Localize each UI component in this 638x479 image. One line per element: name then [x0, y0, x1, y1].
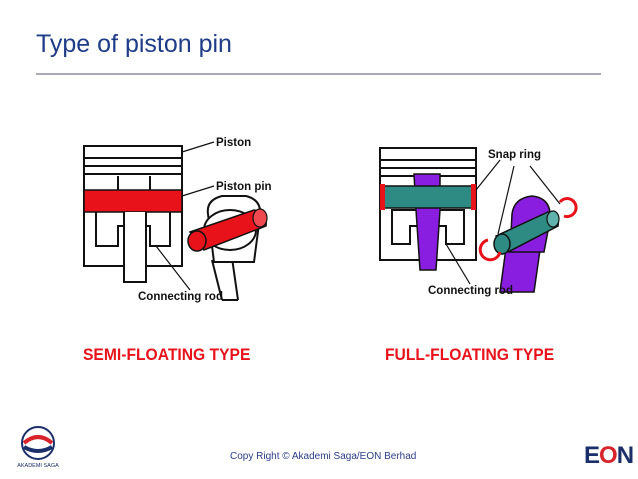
semi-label-piston: Piston: [216, 137, 251, 149]
semi-leaders: [155, 141, 215, 291]
eon-logo-o: O: [599, 442, 618, 469]
full-floating-diagram: Snap ring Connecting rod: [379, 147, 578, 297]
eon-logo: EON: [584, 442, 634, 470]
semi-label-connecting-rod: Connecting rod: [138, 291, 223, 303]
full-rod-assembly: [478, 195, 578, 293]
slide-title: Type of piston pin: [36, 30, 232, 58]
caption-full-floating: FULL-FLOATING TYPE: [385, 345, 555, 364]
semi-rod-assembly: [187, 195, 268, 301]
full-label-snap-ring: Snap ring: [488, 149, 541, 161]
semi-label-piston-pin: Piston pin: [216, 181, 272, 193]
akademi-saga-logo-text: AKADEMI SAGA: [17, 463, 59, 469]
full-snap-ring-detached-a: [478, 238, 502, 262]
semi-floating-diagram: Piston Piston pin Connecting rod: [83, 137, 272, 303]
semi-connecting-rod: [123, 212, 147, 283]
full-snap-ring-detached-b: [558, 197, 578, 219]
caption-semi-floating: SEMI-FLOATING TYPE: [83, 345, 251, 364]
full-snap-ring-right: [471, 184, 476, 210]
full-label-connecting-rod: Connecting rod: [428, 285, 513, 297]
akademi-saga-logo: AKADEMI SAGA: [17, 426, 59, 469]
full-leaders: [445, 159, 561, 285]
title-divider: [36, 73, 601, 75]
copyright-text: Copy Right © Akademi Saga/EON Berhad: [230, 451, 417, 462]
eon-logo-n: N: [616, 442, 634, 469]
full-snap-ring-left: [380, 184, 385, 210]
full-piston-pin: [383, 185, 473, 209]
semi-piston-pin: [83, 189, 183, 213]
eon-logo-e: E: [584, 442, 600, 469]
